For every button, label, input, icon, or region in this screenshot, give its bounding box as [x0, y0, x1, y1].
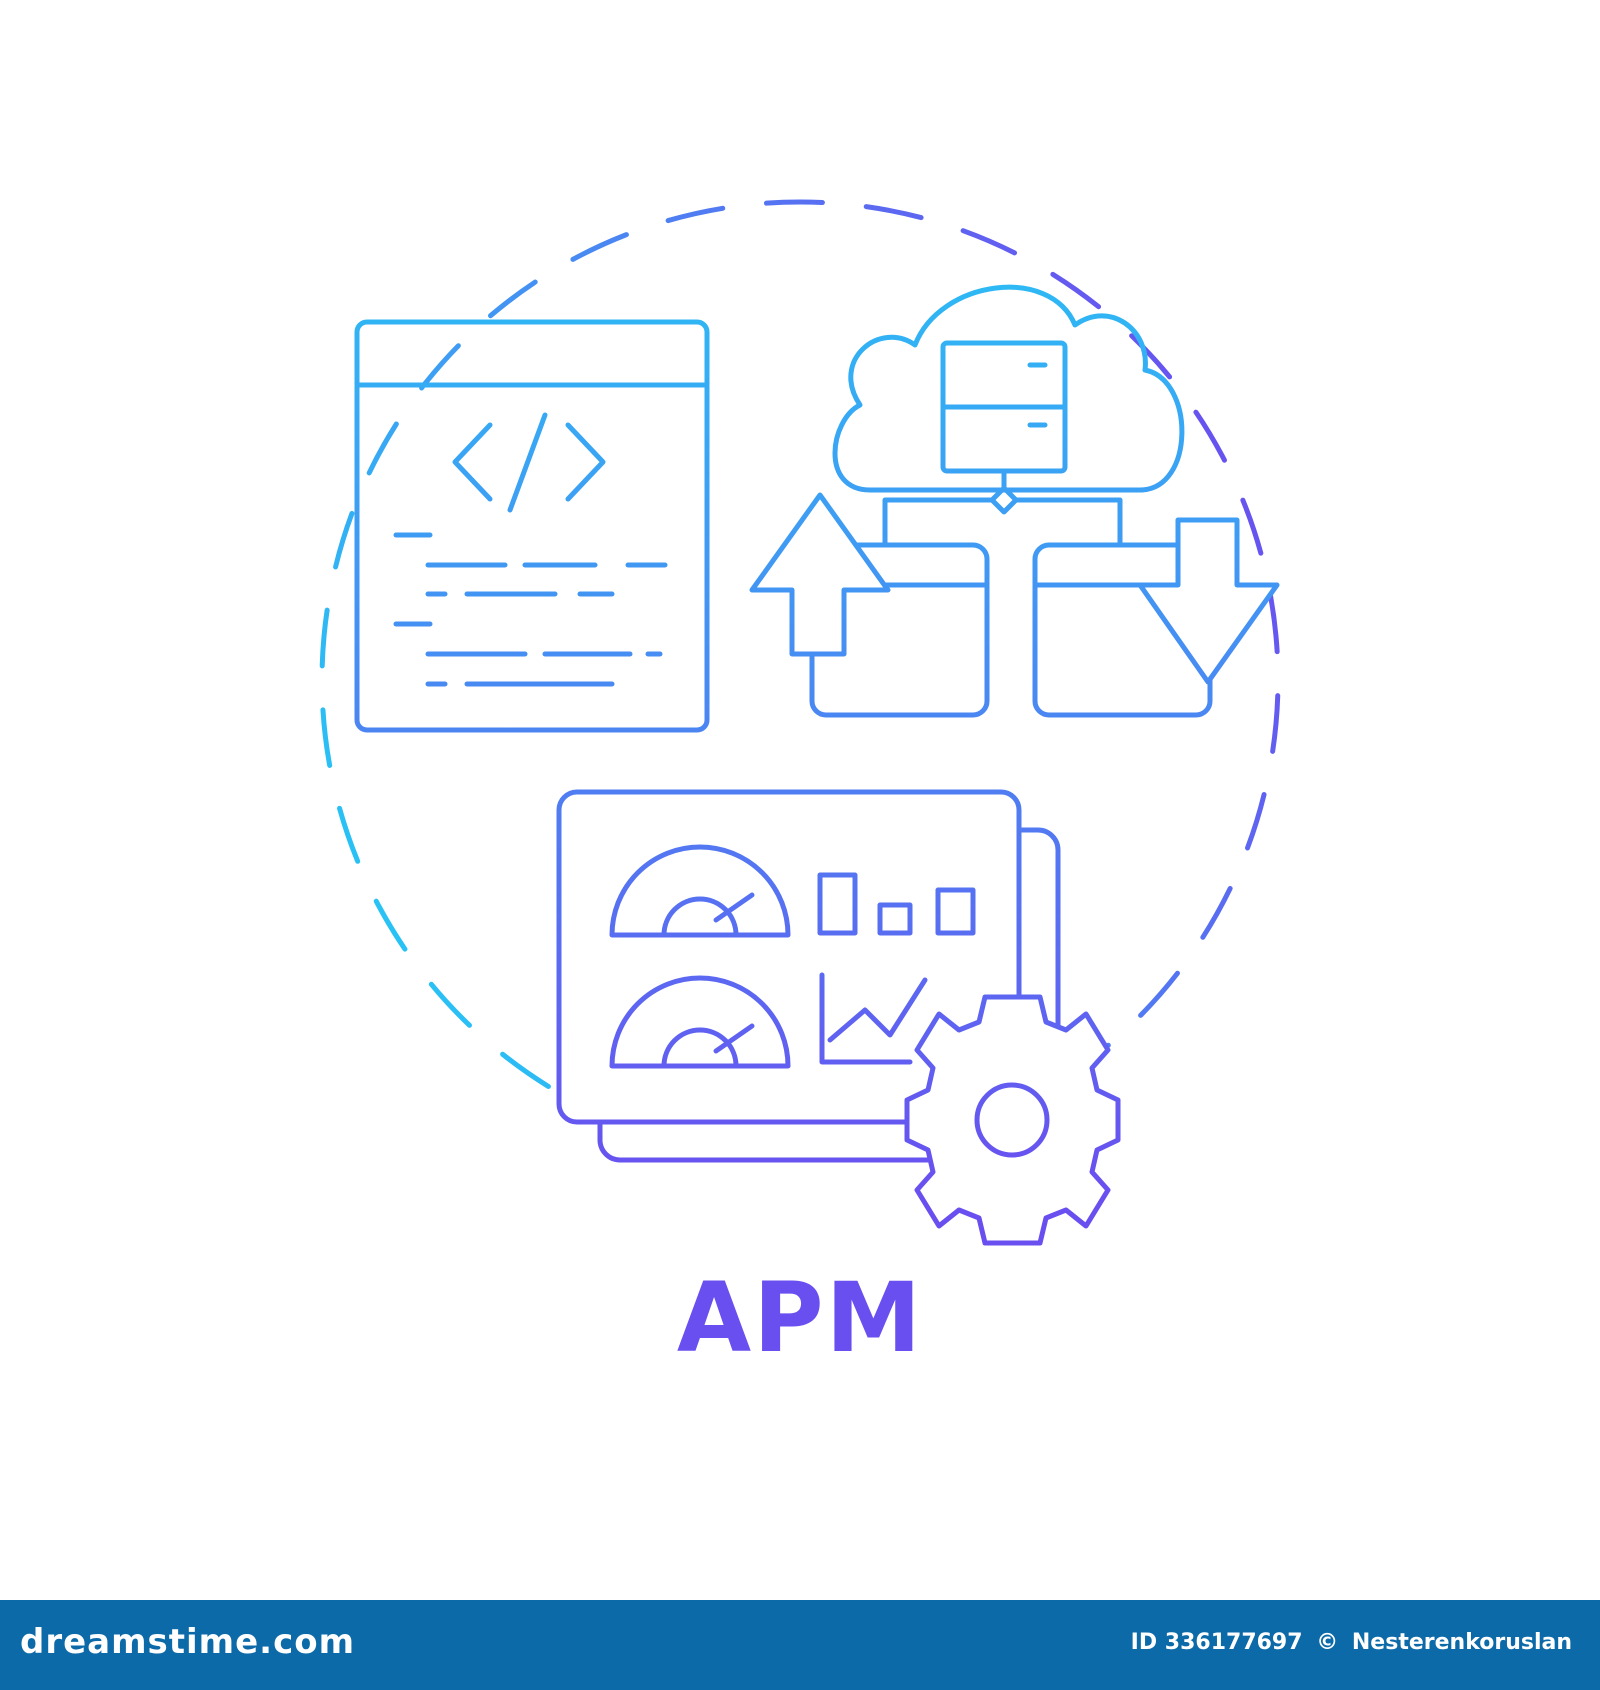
- author-name[interactable]: Nesterenkoruslan: [1351, 1630, 1572, 1655]
- apm-illustration: [319, 199, 1281, 1246]
- copyright-symbol: ©: [1316, 1630, 1339, 1655]
- illustration-canvas: APM: [319, 199, 1281, 1374]
- footer-bar: dreamstime.com ID 336177697 © Nesterenko…: [0, 1600, 1600, 1690]
- cloud-server-icon: [832, 284, 1185, 548]
- upload-arrow-icon: [749, 492, 891, 657]
- line-chart-icon: [819, 972, 928, 1065]
- download-arrow-icon: [1137, 517, 1280, 685]
- site-logo[interactable]: dreamstime.com: [20, 1622, 356, 1662]
- gear-icon: [904, 994, 1121, 1246]
- image-credit: ID 336177697 © Nesterenkoruslan: [1125, 1630, 1572, 1655]
- image-id: ID 336177697: [1130, 1630, 1303, 1655]
- bar-chart-icon: [817, 872, 976, 936]
- code-window-icon: [354, 319, 710, 733]
- illustration-title: APM: [676, 1262, 924, 1374]
- gauge-icon: [609, 844, 791, 1069]
